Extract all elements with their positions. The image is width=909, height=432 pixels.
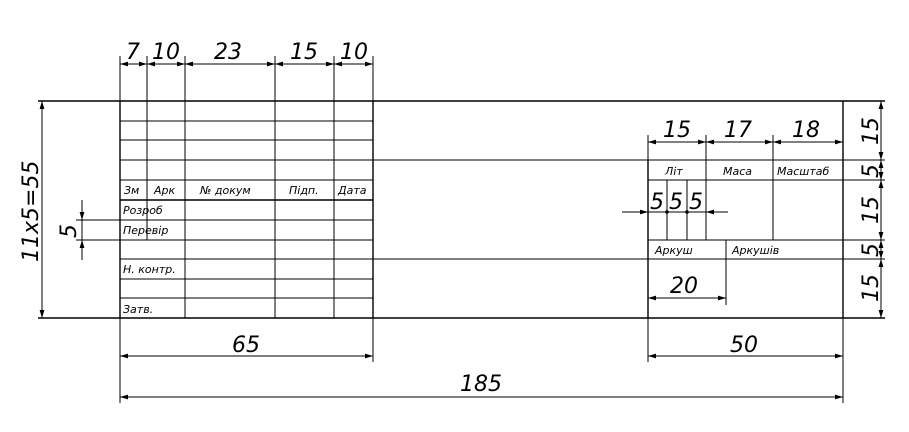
dim-lit-5b: 5 [669,190,683,215]
title-block-frame [38,100,885,319]
label-sheet: Аркуш [654,244,693,257]
header-zm: Зм [124,184,139,197]
label-lit: Літ [664,165,683,178]
header-sign: Підп. [289,184,319,197]
right-top-dimensions: 15 17 18 [647,118,844,160]
left-table: Зм Арк № докум Підп. Дата Розроб Перевір… [120,101,374,318]
left-side-dimensions: 11x5=55 5 [19,101,120,318]
sheet-dimension: 20 [648,259,727,305]
dim-side-15b: 15 [859,196,884,224]
dim-right-17: 17 [724,118,752,143]
right-side-dimensions: 15 5 15 5 15 [843,100,885,319]
right-block: Літ Маса Масштаб Аркуш Аркушів [648,160,843,259]
dim-top-23: 23 [214,40,242,65]
dim-side-15c: 15 [859,274,884,302]
row-label-developed: Розроб [123,204,163,217]
row-label-approved: Затв. [123,303,153,316]
dim-side-5b: 5 [859,243,884,257]
top-dimensions: 7 10 23 15 10 [119,40,374,101]
dim-side-5a: 5 [859,164,884,178]
label-mass: Маса [723,165,752,178]
label-scale: Масштаб [777,165,829,178]
dim-top-10b: 10 [340,40,368,65]
header-doc-no: № докум [199,184,251,197]
dim-lit-5c: 5 [689,190,703,215]
dim-left-row: 5 [57,224,82,238]
dim-sheet-20: 20 [670,274,698,299]
dim-bottom-65: 65 [232,333,260,358]
dim-top-7: 7 [126,40,140,65]
dim-side-15a: 15 [859,117,884,145]
dim-top-10a: 10 [152,40,180,65]
label-sheets: Аркушів [731,244,779,257]
dim-bottom-185: 185 [460,372,502,397]
dim-left-total: 11x5=55 [19,161,44,262]
dim-right-15: 15 [663,118,691,143]
dim-right-18: 18 [792,118,820,143]
lit-subdimensions: 5 5 5 [622,190,728,215]
row-label-checked: Перевір [123,224,168,237]
header-date: Дата [337,184,367,197]
dim-bottom-50: 50 [730,333,758,358]
header-ark: Арк [153,184,176,197]
bottom-dimensions: 65 50 185 [119,318,844,403]
row-label-norm-control: Н. контр. [123,263,176,276]
dim-lit-5a: 5 [650,190,664,215]
dim-top-15: 15 [290,40,318,65]
